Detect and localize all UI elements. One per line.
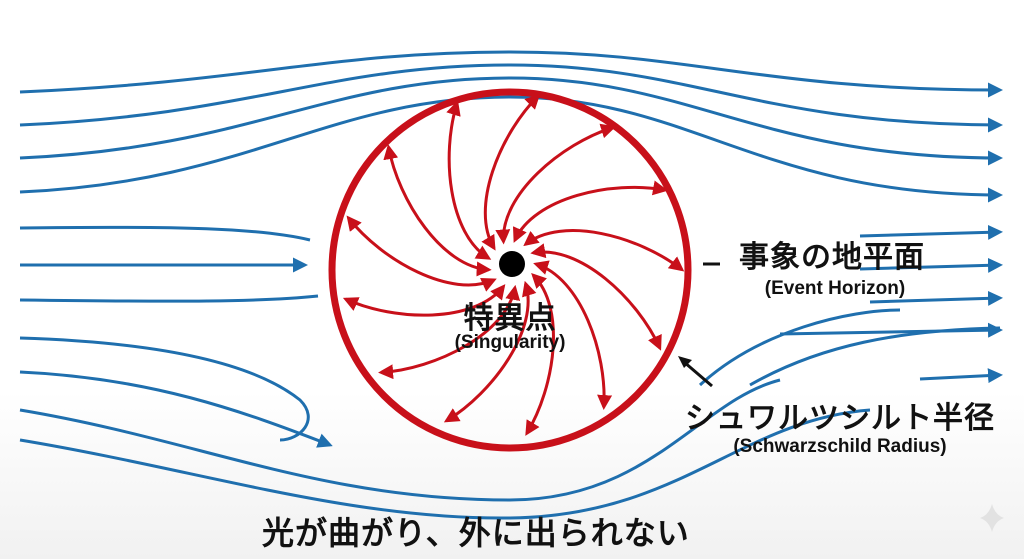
light-ray <box>859 257 1003 273</box>
singularity-label: 特異点 <box>463 301 557 336</box>
light-rays <box>19 50 1003 520</box>
light-ray <box>859 224 1003 240</box>
schwarzschild-label-en: (Schwarzschild Radius) <box>733 436 947 457</box>
caption: 光が曲がり、外に出られない <box>262 514 690 552</box>
event-horizon-circle <box>328 88 692 452</box>
infall-arrows <box>342 93 685 436</box>
infall-arrow <box>481 93 541 251</box>
sparkle-icon <box>980 504 1004 532</box>
singularity-label-en: (Singularity) <box>454 332 566 353</box>
infall-arrow <box>383 144 492 277</box>
light-ray <box>19 76 1003 166</box>
light-ray <box>698 308 901 387</box>
infall-arrow <box>495 123 617 245</box>
light-ray <box>19 378 781 502</box>
schwarzschild-label: シュワルツシルト半径 <box>685 401 995 436</box>
light-ray <box>19 336 310 442</box>
light-ray <box>749 326 1001 387</box>
light-ray <box>919 368 1003 384</box>
infall-arrow <box>346 215 497 292</box>
event-horizon-label: 事象の地平面 <box>739 240 925 275</box>
infall-arrow <box>523 229 685 272</box>
light-ray <box>19 63 1003 133</box>
infall-arrow <box>446 100 492 260</box>
light-ray <box>19 50 1003 98</box>
light-ray <box>19 225 311 242</box>
infall-arrow <box>530 243 662 351</box>
schwarzschild-arrowhead <box>678 356 692 368</box>
infall-arrow <box>342 284 506 317</box>
event-horizon-label-en: (Event Horizon) <box>764 278 906 299</box>
light-ray <box>19 370 333 448</box>
infall-arrow <box>378 284 521 380</box>
light-ray <box>19 294 319 303</box>
singularity-dot <box>499 251 525 277</box>
light-ray <box>19 408 871 520</box>
infall-arrow <box>512 180 669 243</box>
light-ray <box>869 290 1003 306</box>
schwarzschild-pointer-arrow <box>683 360 713 388</box>
